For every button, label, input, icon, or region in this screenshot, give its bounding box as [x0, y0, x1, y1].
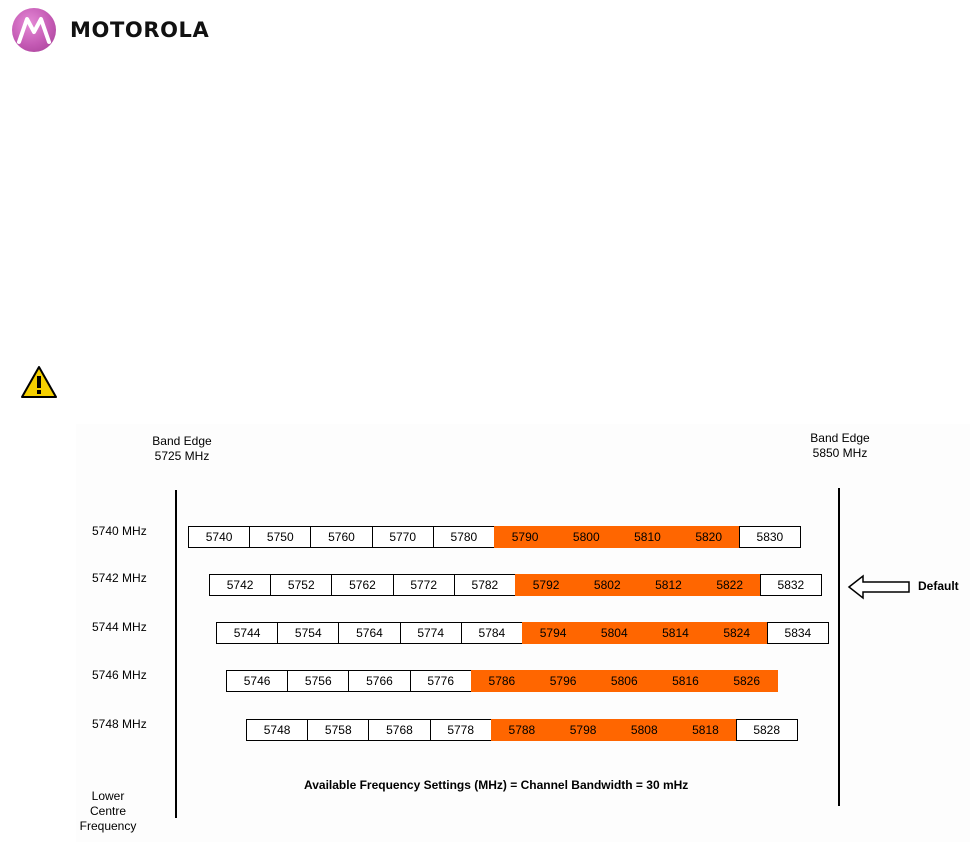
- band-edge-right-freq: 5850 MHz: [812, 446, 868, 460]
- frequency-cell-highlighted: 5792: [515, 574, 578, 596]
- band-edge-right-title: Band Edge: [810, 431, 870, 445]
- frequency-cell: 5784: [460, 622, 523, 644]
- warning-icon: [20, 365, 58, 404]
- frequency-cell: 5774: [399, 622, 462, 644]
- lower-centre-line2: Frequency: [79, 819, 137, 833]
- row-label: 5740 MHz: [92, 524, 147, 538]
- frequency-cell-highlighted: 5808: [613, 719, 676, 741]
- frequency-cell: 5762: [331, 574, 394, 596]
- frequency-cell: 5772: [392, 574, 455, 596]
- frequency-cell-highlighted: 5806: [593, 670, 656, 692]
- frequency-cell: 5746: [226, 670, 289, 692]
- lower-centre-frequency-label: Lower Centre Frequency: [76, 789, 140, 834]
- frequency-cell: 5754: [277, 622, 340, 644]
- frequency-cell-highlighted: 5804: [583, 622, 646, 644]
- frequency-cell-highlighted: 5800: [555, 526, 618, 548]
- row-label: 5744 MHz: [92, 620, 147, 634]
- band-edge-left-label: Band Edge 5725 MHz: [146, 434, 218, 464]
- default-arrow-icon: [847, 574, 910, 600]
- frequency-cell-highlighted: 5794: [522, 622, 585, 644]
- band-edge-left-line: [175, 490, 177, 818]
- frequency-cell-highlighted: 5818: [674, 719, 737, 741]
- frequency-cell-highlighted: 5790: [494, 526, 557, 548]
- frequency-cell-highlighted: 5788: [490, 719, 553, 741]
- frequency-cell: 5834: [766, 622, 829, 644]
- band-edge-right-line: [838, 488, 840, 806]
- frequency-cell: 5776: [409, 670, 472, 692]
- frequency-cell: 5760: [310, 526, 373, 548]
- frequency-cell: 5750: [249, 526, 312, 548]
- frequency-cell: 5752: [270, 574, 333, 596]
- frequency-cell: 5778: [429, 719, 492, 741]
- frequency-cell: 5782: [453, 574, 516, 596]
- frequency-cell-highlighted: 5812: [637, 574, 700, 596]
- frequency-cell-highlighted: 5816: [654, 670, 717, 692]
- frequency-cell: 5758: [307, 719, 370, 741]
- frequency-cell: 5828: [735, 719, 798, 741]
- frequency-cell: 5744: [216, 622, 279, 644]
- brand-name: MOTOROLA: [70, 18, 210, 42]
- frequency-cell: 5742: [209, 574, 272, 596]
- frequency-cell: 5830: [738, 526, 801, 548]
- frequency-cell: 5770: [371, 526, 434, 548]
- frequency-cell-highlighted: 5824: [705, 622, 768, 644]
- row-label: 5746 MHz: [92, 668, 147, 682]
- frequency-cell: 5740: [188, 526, 251, 548]
- default-label: Default: [918, 579, 959, 593]
- available-frequency-caption: Available Frequency Settings (MHz) = Cha…: [304, 778, 689, 792]
- band-edge-left-freq: 5725 MHz: [154, 449, 210, 463]
- band-edge-right-label: Band Edge 5850 MHz: [804, 431, 876, 461]
- frequency-cell-highlighted: 5814: [644, 622, 707, 644]
- frequency-diagram: Band Edge 5725 MHz Band Edge 5850 MHz 57…: [76, 424, 970, 842]
- row-label: 5742 MHz: [92, 571, 147, 585]
- motorola-batwing-icon: [12, 8, 56, 52]
- frequency-cell: 5748: [246, 719, 309, 741]
- frequency-cell: 5768: [368, 719, 431, 741]
- frequency-cell: 5756: [287, 670, 350, 692]
- frequency-cell-highlighted: 5826: [715, 670, 778, 692]
- band-edge-left-title: Band Edge: [152, 434, 212, 448]
- frequency-cell: 5780: [432, 526, 495, 548]
- motorola-logo: MOTOROLA: [12, 8, 209, 52]
- row-label: 5748 MHz: [92, 717, 147, 731]
- frequency-cell: 5764: [338, 622, 401, 644]
- frequency-cell-highlighted: 5802: [576, 574, 639, 596]
- frequency-cell-highlighted: 5810: [616, 526, 679, 548]
- frequency-cell-highlighted: 5786: [470, 670, 533, 692]
- frequency-cell-highlighted: 5798: [552, 719, 615, 741]
- frequency-cell-highlighted: 5822: [698, 574, 761, 596]
- frequency-cell: 5766: [348, 670, 411, 692]
- frequency-cell-highlighted: 5796: [532, 670, 595, 692]
- frequency-cell: 5832: [759, 574, 822, 596]
- frequency-cell-highlighted: 5820: [677, 526, 740, 548]
- lower-centre-line1: Lower Centre: [89, 789, 127, 818]
